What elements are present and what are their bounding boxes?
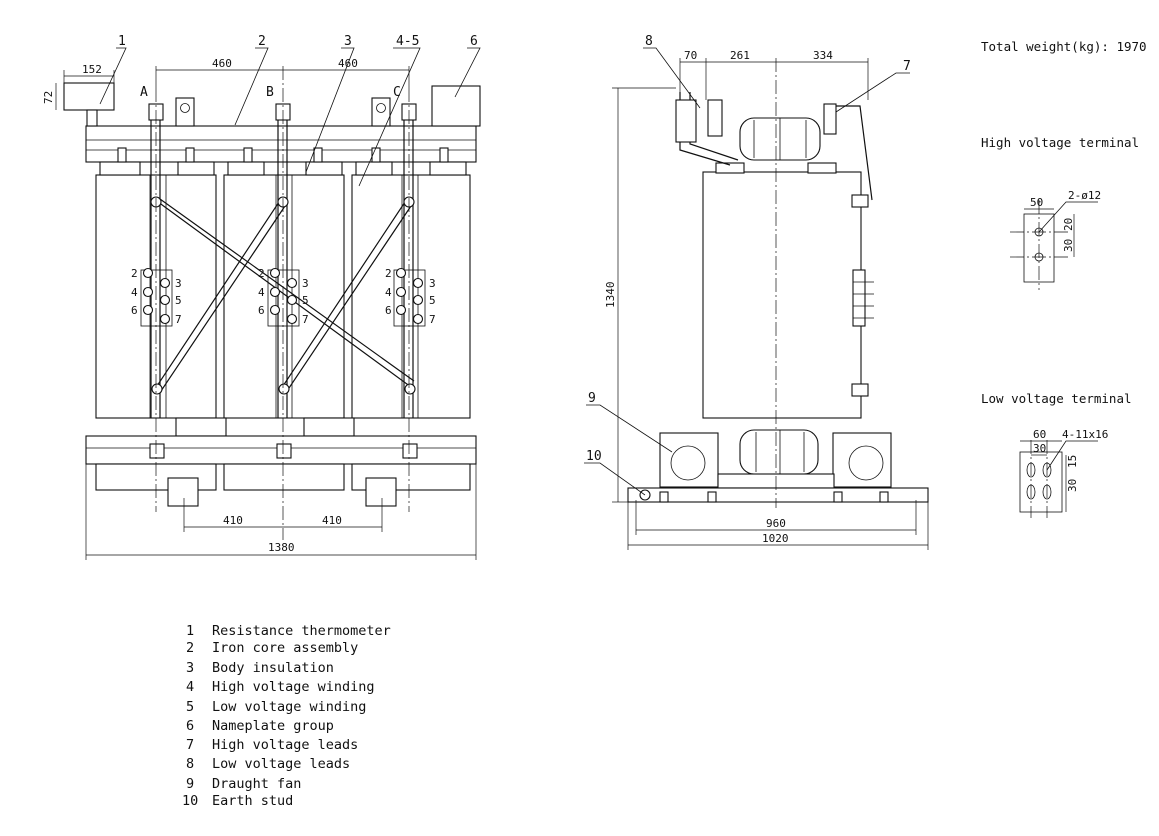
dim-1340: 1340: [604, 282, 617, 309]
tap-label: 3: [175, 277, 182, 290]
dim-1380: 1380: [268, 541, 295, 554]
tap-label: 7: [429, 313, 436, 326]
hv-dim-50: 50: [1030, 196, 1043, 209]
legend-text: Earth stud: [212, 793, 293, 809]
dim-460-left: 460: [212, 57, 232, 70]
tap-label: 6: [385, 304, 392, 317]
lv-terminal-detail: Low voltage terminal 60 30 4-11x16 15 30: [981, 391, 1132, 518]
legend-num: 10: [182, 793, 198, 809]
hv-dim-20: 20: [1062, 218, 1075, 231]
total-weight: Total weight(kg): 1970: [981, 39, 1147, 54]
lv-dim-30v: 30: [1066, 479, 1079, 492]
legend-num: 3: [186, 660, 194, 676]
lv-dim-30: 30: [1033, 442, 1046, 455]
hv-dim-30: 30: [1062, 239, 1075, 252]
phase-label-a: A: [140, 85, 148, 100]
callout-4-5: 4-5: [396, 34, 419, 49]
tap-label: 4: [385, 286, 392, 299]
tap-label: 7: [175, 313, 182, 326]
dim-960: 960: [766, 517, 786, 530]
thermometer-box: [63, 82, 115, 111]
tap-label: 5: [429, 294, 436, 307]
legend-text: Low voltage leads: [212, 756, 350, 772]
lv-hole-spec: 4-11x16: [1062, 428, 1108, 441]
base-channel: [627, 487, 929, 503]
dim-334: 334: [813, 49, 833, 62]
phase-label-b: B: [266, 85, 274, 100]
wheel: [365, 477, 397, 507]
tap-label: 5: [175, 294, 182, 307]
legend-num: 7: [186, 737, 194, 753]
tap-label: 5: [302, 294, 309, 307]
callout-2: 2: [258, 34, 266, 49]
lv-terminal-title: Low voltage terminal: [981, 391, 1132, 406]
legend-num: 5: [186, 699, 194, 715]
tap-label: 2: [258, 267, 265, 280]
nameplate-box: [431, 85, 481, 127]
dim-72: 72: [42, 91, 55, 104]
legend-text: Resistance thermometer: [212, 623, 391, 639]
callout-10: 10: [586, 449, 602, 464]
draught-fan-left: [670, 445, 706, 481]
hv-terminal-detail: High voltage terminal 50 2-ø12 20 30: [981, 135, 1139, 290]
callout-9: 9: [588, 391, 596, 406]
tap-label: 6: [258, 304, 265, 317]
callout-3: 3: [344, 34, 352, 49]
tap-label: 3: [302, 277, 309, 290]
tap-number-labels: 2 3 4 5 6 7 2 3 4 5 6 7 2 3 4 5 6 7: [131, 267, 436, 326]
dim-70: 70: [684, 49, 697, 62]
phase-label-c: C: [393, 85, 401, 100]
dim-152: 152: [82, 63, 102, 76]
tap-label: 3: [429, 277, 436, 290]
tap-label: 4: [258, 286, 265, 299]
legend-text: High voltage winding: [212, 679, 375, 695]
legend-text: Body insulation: [212, 660, 334, 676]
draught-fan-right: [848, 445, 884, 481]
legend-text: Nameplate group: [212, 718, 334, 734]
legend-text: High voltage leads: [212, 737, 358, 753]
legend-num: 9: [186, 776, 194, 792]
legend-num: 8: [186, 756, 194, 772]
tap-label: 2: [131, 267, 138, 280]
callout-8: 8: [645, 34, 653, 49]
dim-261: 261: [730, 49, 750, 62]
legend-num: 6: [186, 718, 194, 734]
tap-label: 4: [131, 286, 138, 299]
hv-lead-bars: [148, 103, 417, 418]
coil-side-body: [702, 171, 862, 419]
dim-410-right: 410: [322, 514, 342, 527]
top-clamp-beam: [85, 125, 477, 163]
tap-label: 2: [385, 267, 392, 280]
callout-1: 1: [118, 34, 126, 49]
legend-text: Low voltage winding: [212, 699, 366, 715]
legend-text: Iron core assembly: [212, 640, 358, 656]
hv-hole-spec: 2-ø12: [1068, 189, 1101, 202]
tap-label: 6: [131, 304, 138, 317]
front-view: 2 3 4 5 6 7 2 3 4 5 6 7 2 3 4 5 6 7: [42, 34, 481, 560]
legend-num: 4: [186, 679, 194, 695]
side-view: 70 261 334 1340 960 1020 8 7 9 10: [584, 34, 929, 550]
dim-1020: 1020: [762, 532, 789, 545]
legend-text: Draught fan: [212, 776, 301, 792]
tap-terminals: [140, 267, 426, 327]
hv-terminal-title: High voltage terminal: [981, 135, 1139, 150]
lv-dim-60: 60: [1033, 428, 1046, 441]
lifting-lug: [175, 97, 391, 127]
fan-housing-left: [659, 432, 719, 488]
legend-num: 1: [186, 623, 194, 639]
callout-7: 7: [903, 59, 911, 74]
lv-dim-15: 15: [1066, 455, 1079, 468]
dim-410-left: 410: [223, 514, 243, 527]
callout-6: 6: [470, 34, 478, 49]
fan-housing-right: [832, 432, 892, 488]
legend-num: 2: [186, 640, 194, 656]
parts-legend: 1 Resistance thermometer 2 Iron core ass…: [182, 623, 391, 809]
tap-label: 7: [302, 313, 309, 326]
wheel: [167, 477, 199, 507]
